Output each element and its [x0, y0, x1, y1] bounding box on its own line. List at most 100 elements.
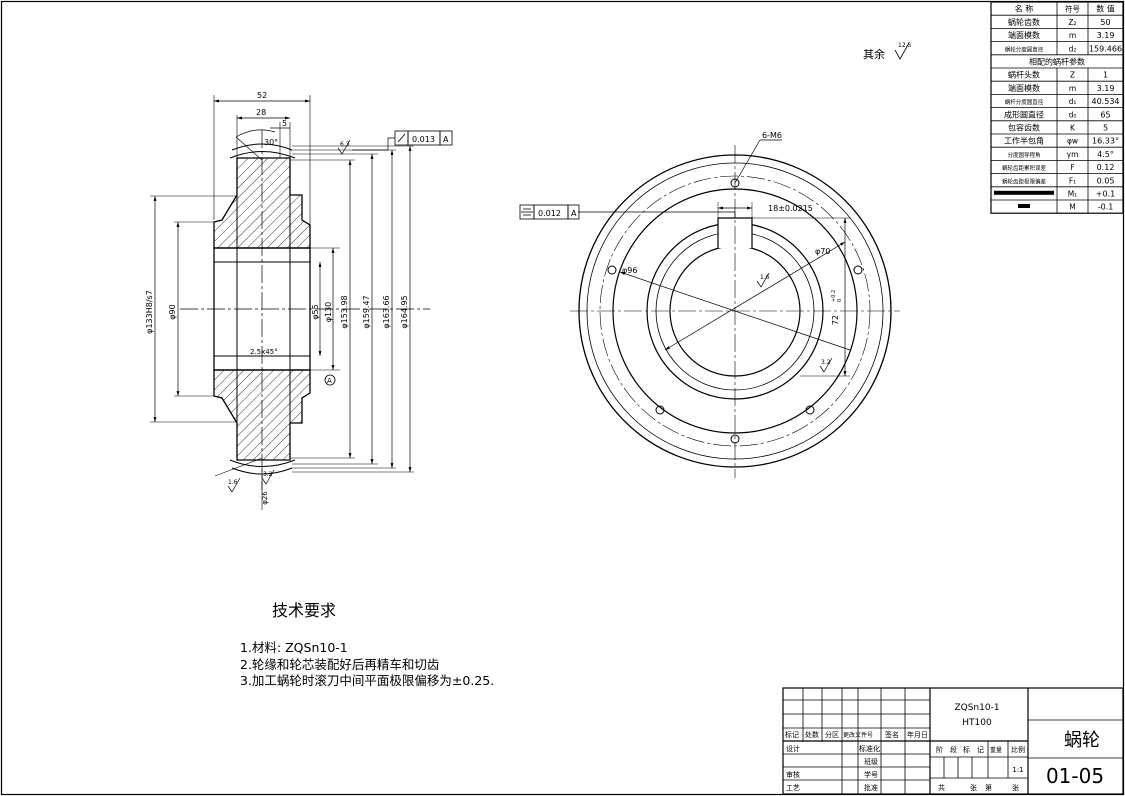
section-view [150, 95, 453, 510]
keyway-label: 18±0.0215 [768, 204, 813, 213]
svg-text:审核: 审核 [786, 770, 800, 779]
table-cell-value: 数 值 [1096, 4, 1115, 14]
table-cell-symbol: K [1070, 124, 1076, 133]
front-view [519, 139, 900, 478]
table-cell-value: 50 [1100, 18, 1110, 27]
svg-text:工艺: 工艺 [786, 784, 800, 792]
datum-a: A [327, 377, 332, 385]
table-cell-symbol: M [1069, 203, 1075, 212]
svg-text:比例: 比例 [1011, 745, 1025, 754]
sym-tol: 0.012 [538, 209, 561, 218]
table-cell-name: 分度圆导程角 [1007, 151, 1040, 159]
front-view-labels: 6-M6 18±0.0215 φ70 φ96 72 +0.2 0 1.6 3.2… [538, 131, 843, 366]
table-cell-name: 蜗轮齿数 [1008, 17, 1040, 27]
table-cell-name: 名 称 [1015, 4, 1034, 14]
svg-text:其余: 其余 [863, 47, 885, 61]
table-cell-value: 4.5° [1097, 150, 1114, 159]
svg-text:标记: 标记 [785, 730, 799, 739]
tech-requirement-3: 3.加工蜗轮时滚刀中间平面极限偏移为±0.25. [240, 673, 495, 688]
table-cell-symbol: Z [1070, 71, 1075, 80]
table-cell-name: 成形圆直径 [1004, 109, 1044, 119]
table-cell-value: -0.1 [1098, 203, 1114, 212]
table-cell-symbol: d₀ [1069, 110, 1077, 119]
d-70: φ70 [815, 247, 830, 256]
rim-top-hatch [213, 157, 311, 249]
dim-5: 5 [282, 119, 287, 128]
d-bottom: φ26 [261, 491, 269, 505]
tol-72: +0.2 [831, 290, 837, 302]
gdt-datum: A [443, 135, 449, 144]
material-1: ZQSn10-1 [954, 703, 999, 713]
title-block [782, 687, 1124, 795]
table-cell-symbol: F [1070, 163, 1074, 172]
table-cell-value: 159.466 [1089, 44, 1122, 53]
d-55: φ55 [311, 304, 320, 319]
sym-datum: A [571, 209, 577, 218]
svg-text:处数: 处数 [805, 730, 819, 739]
table-cell-symbol: 符号 [1065, 4, 1080, 14]
table-cell-symbol: d₂ [1069, 44, 1077, 53]
d-163: φ163.66 [382, 295, 391, 328]
table-cell-name: 工作半包角 [1004, 136, 1044, 146]
table-cell-value: 3.19 [1097, 84, 1115, 93]
table-section-title: 相配的蜗杆参数 [1029, 57, 1085, 67]
table-cell-symbol: F₁ [1069, 176, 1076, 185]
svg-text:标准化: 标准化 [859, 744, 880, 753]
svg-text:重量: 重量 [990, 746, 1002, 754]
filled-bar [994, 190, 1054, 195]
scale: 1:1 [1012, 766, 1023, 774]
svg-text:共: 共 [938, 783, 945, 792]
table-cell-name: 端面模数 [1008, 30, 1040, 40]
dim-28: 28 [256, 108, 266, 117]
table-cell-value: 65 [1100, 110, 1110, 119]
tol-72b: 0 [837, 299, 843, 302]
filled-bar-small [1018, 204, 1030, 208]
table-cell-name: 蜗轮分度圆直径 [1005, 45, 1044, 53]
surface-note: 其余 12.5 [863, 42, 912, 61]
rough-front-32: 3.2 [821, 359, 831, 366]
d-159: φ159.47 [362, 295, 371, 328]
svg-text:更改文件号: 更改文件号 [843, 731, 873, 739]
tech-requirement-2: 2.轮缘和轮芯装配好后再精车和切齿 [240, 657, 440, 672]
svg-text:签名: 签名 [885, 730, 899, 739]
section-view-labels: 52 28 5 30° 2.5x45° φ133H8/s7 φ90 φ55 φ1… [145, 91, 449, 505]
table-cell-value: 3.19 [1097, 31, 1115, 40]
table-cell-value: 16.33° [1092, 137, 1119, 146]
d-133: φ133H8/s7 [145, 290, 154, 334]
table-cell-symbol: m [1069, 84, 1076, 93]
bolt-holes [607, 178, 863, 444]
table-cell-value: 0.05 [1097, 176, 1115, 185]
holes-label: 6-M6 [762, 131, 782, 140]
svg-text:批准: 批准 [864, 783, 878, 792]
d-153: φ153.98 [340, 295, 349, 328]
gdt-tol: 0.013 [412, 135, 435, 144]
drawing-number: 01-05 [1046, 764, 1104, 788]
svg-text:分区: 分区 [825, 730, 839, 739]
table-cell-symbol: d₁ [1069, 97, 1077, 106]
svg-text:学号: 学号 [864, 770, 878, 779]
table-cell-symbol: Z₂ [1068, 18, 1076, 27]
table-cell-value: 1 [1103, 71, 1108, 80]
svg-text:班级: 班级 [864, 757, 878, 766]
rough-63: 6.3 [340, 141, 350, 148]
d-164: φ164.95 [400, 295, 409, 328]
rough-front-16: 1.6 [760, 274, 770, 281]
table-cell-symbol: γm [1067, 150, 1079, 159]
table-cell-name: 蜗轮齿距极限偏差 [1002, 177, 1047, 185]
table-cell-value: +0.1 [1096, 190, 1115, 199]
table-cell-symbol: m [1069, 31, 1076, 40]
table-cell-name: 包容齿数 [1008, 123, 1040, 133]
tech-requirement-1: 1.材料: ZQSn10-1 [240, 640, 348, 655]
tech-requirements-title: 技术要求 [272, 601, 337, 620]
table-cell-value: 0.12 [1097, 163, 1115, 172]
table-cell-name: 蜗杆分度圆直径 [1005, 98, 1044, 106]
table-cell-name: 蜗杆头数 [1008, 70, 1040, 80]
svg-text:段: 段 [950, 745, 957, 754]
angle-30: 30° [264, 138, 278, 147]
svg-text:阶: 阶 [936, 745, 943, 754]
rough-32: 3.2 [263, 471, 273, 478]
dim-52: 52 [257, 91, 267, 100]
svg-text:记: 记 [977, 746, 984, 754]
